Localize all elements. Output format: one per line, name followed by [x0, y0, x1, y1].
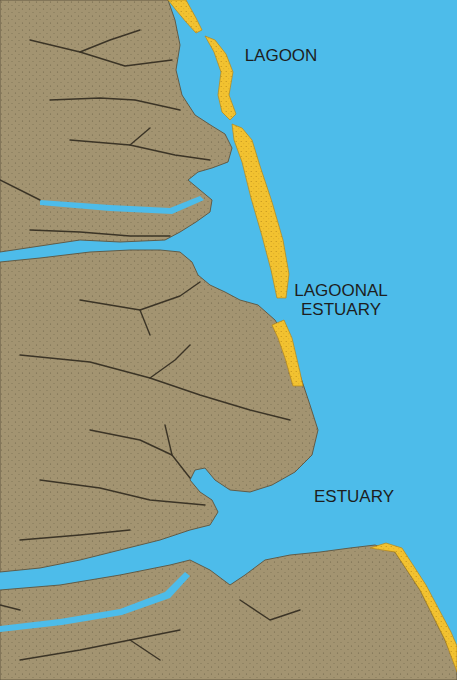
stream [80, 282, 200, 310]
river-channel [40, 196, 204, 214]
stream [130, 640, 160, 660]
stream [165, 425, 172, 455]
stream [40, 480, 205, 505]
region-label: ESTUARY [306, 487, 402, 506]
beach [370, 543, 457, 672]
stream [0, 180, 40, 200]
stream [140, 310, 150, 335]
stream [80, 30, 140, 52]
north-land [0, 0, 232, 252]
stream [0, 605, 20, 610]
barrier-island [205, 36, 236, 120]
river-channel [0, 572, 190, 632]
stream [150, 345, 190, 378]
stream [90, 430, 190, 478]
stream [20, 530, 130, 540]
stream [20, 355, 290, 420]
stream [50, 98, 180, 110]
barrier-island [168, 0, 202, 33]
stream [130, 128, 150, 145]
stream [240, 600, 300, 620]
south-land [0, 545, 457, 680]
stream [30, 230, 170, 236]
region-label: LAGOON [236, 46, 326, 65]
middle-headland [0, 250, 318, 572]
stream [70, 140, 210, 160]
barrier-spit [232, 124, 289, 298]
stream [20, 630, 180, 660]
region-label: LAGOONAL ESTUARY [288, 281, 394, 319]
barrier-spit [272, 320, 303, 386]
